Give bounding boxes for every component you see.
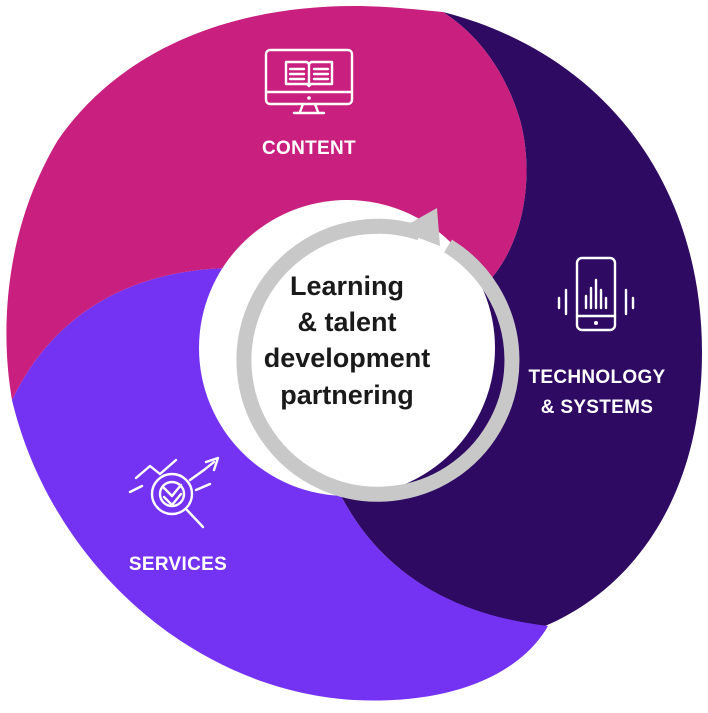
- smartphone-signal-icon: [557, 256, 635, 332]
- growth-target-icon: [128, 456, 220, 529]
- cycle-arrowhead: [398, 208, 440, 246]
- segment-technology: [338, 12, 702, 626]
- center-line-4: partnering: [280, 380, 414, 410]
- content-label: CONTENT: [262, 138, 356, 159]
- center-line-3: development: [264, 343, 431, 373]
- monitor-book-icon: [264, 48, 354, 115]
- center-line-1: Learning: [290, 271, 404, 301]
- technology-label-line-1: TECHNOLOGY: [528, 367, 665, 388]
- technology-label-line-2: & SYSTEMS: [541, 397, 654, 418]
- services-label: SERVICES: [129, 554, 227, 575]
- cycle-arrow-ring: [236, 218, 520, 502]
- segment-services: [12, 268, 548, 701]
- segment-content: [6, 6, 527, 400]
- center-line-2: & talent: [297, 307, 396, 337]
